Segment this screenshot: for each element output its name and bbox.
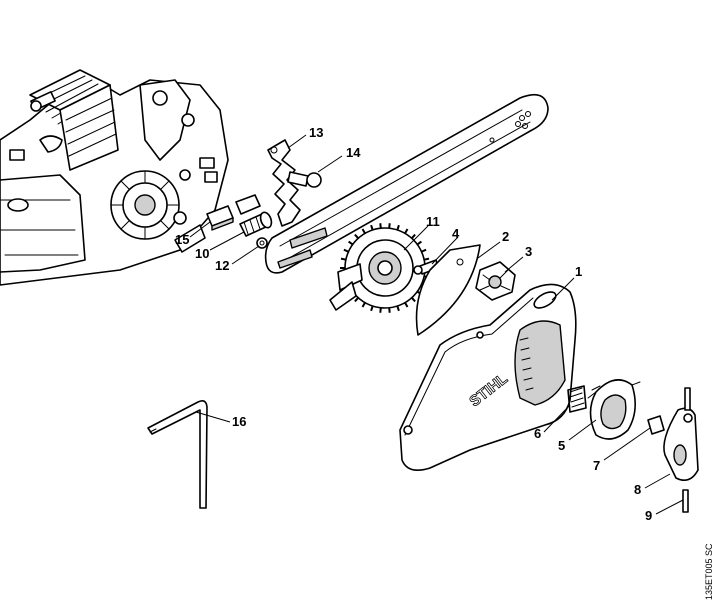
callout-6: 6	[534, 426, 541, 441]
callout-4: 4	[452, 226, 460, 241]
part-14-screw	[287, 171, 322, 188]
sprocket-tooth	[370, 224, 374, 231]
sprocket-tooth	[396, 305, 400, 312]
callout-labels: 1 2 3 4 5 6 7 8 9 10 11 12 13 14 15 16	[175, 125, 652, 523]
part-6-spring	[567, 385, 587, 413]
sprocket-tooth	[404, 302, 409, 308]
leader-lines	[189, 134, 684, 515]
engine-housing	[0, 69, 229, 286]
sprocket-tooth	[354, 233, 359, 239]
part-12-washer	[256, 237, 268, 249]
callout-10: 10	[195, 246, 209, 261]
callout-9: 9	[645, 508, 652, 523]
callout-2: 2	[502, 229, 509, 244]
spark-plug	[30, 91, 56, 112]
part-7-block	[647, 415, 665, 435]
callout-12: 12	[215, 258, 229, 273]
drive-sprocket	[110, 170, 180, 240]
sprocket-tooth	[396, 224, 400, 231]
sprocket-tooth	[348, 240, 354, 246]
part-5-tensioner-gear	[587, 379, 641, 440]
sprocket-tooth	[361, 228, 366, 234]
part-3-nut	[475, 261, 516, 301]
sprocket-tooth	[388, 307, 391, 313]
sprocket-tooth	[423, 257, 430, 261]
part-8-lever	[663, 407, 699, 481]
part-13-tension-plate	[267, 139, 301, 227]
sprocket-tooth	[340, 257, 347, 261]
sprocket-tooth	[421, 248, 427, 253]
sprocket-tooth	[361, 302, 366, 308]
sprocket-tooth	[411, 297, 416, 303]
part-16-hex-key	[147, 400, 208, 509]
callout-13: 13	[309, 125, 323, 140]
sprocket-tooth	[354, 297, 359, 303]
callout-14: 14	[346, 145, 361, 160]
callout-11: 11	[426, 214, 440, 229]
callout-3: 3	[525, 244, 532, 259]
sprocket-tooth	[343, 248, 349, 253]
part-9-pin	[682, 489, 689, 513]
part-15-chain-catcher	[206, 194, 261, 231]
sprocket-tooth	[379, 223, 382, 229]
sprocket-tooth	[404, 228, 409, 234]
sprocket-tooth	[416, 240, 422, 246]
callout-7: 7	[593, 458, 600, 473]
callout-8: 8	[634, 482, 641, 497]
part-2-guard-plate	[415, 244, 481, 336]
part-11-sprocket-wheel	[329, 223, 430, 313]
sprocket-tooth	[379, 307, 382, 313]
callout-5: 5	[558, 438, 565, 453]
part-10-collar-screw	[239, 211, 273, 237]
callout-16: 16	[232, 414, 246, 429]
guide-bar	[264, 93, 549, 274]
sprocket-tooth	[370, 305, 374, 312]
callout-1: 1	[575, 264, 582, 279]
callout-15: 15	[175, 232, 189, 247]
pin-top	[684, 387, 691, 411]
sprocket-tooth	[411, 233, 416, 239]
part-1-sprocket-cover: STIHL	[399, 283, 577, 471]
drawing-code: 135ET005 SC	[704, 543, 714, 600]
sprocket-tooth	[388, 223, 391, 229]
